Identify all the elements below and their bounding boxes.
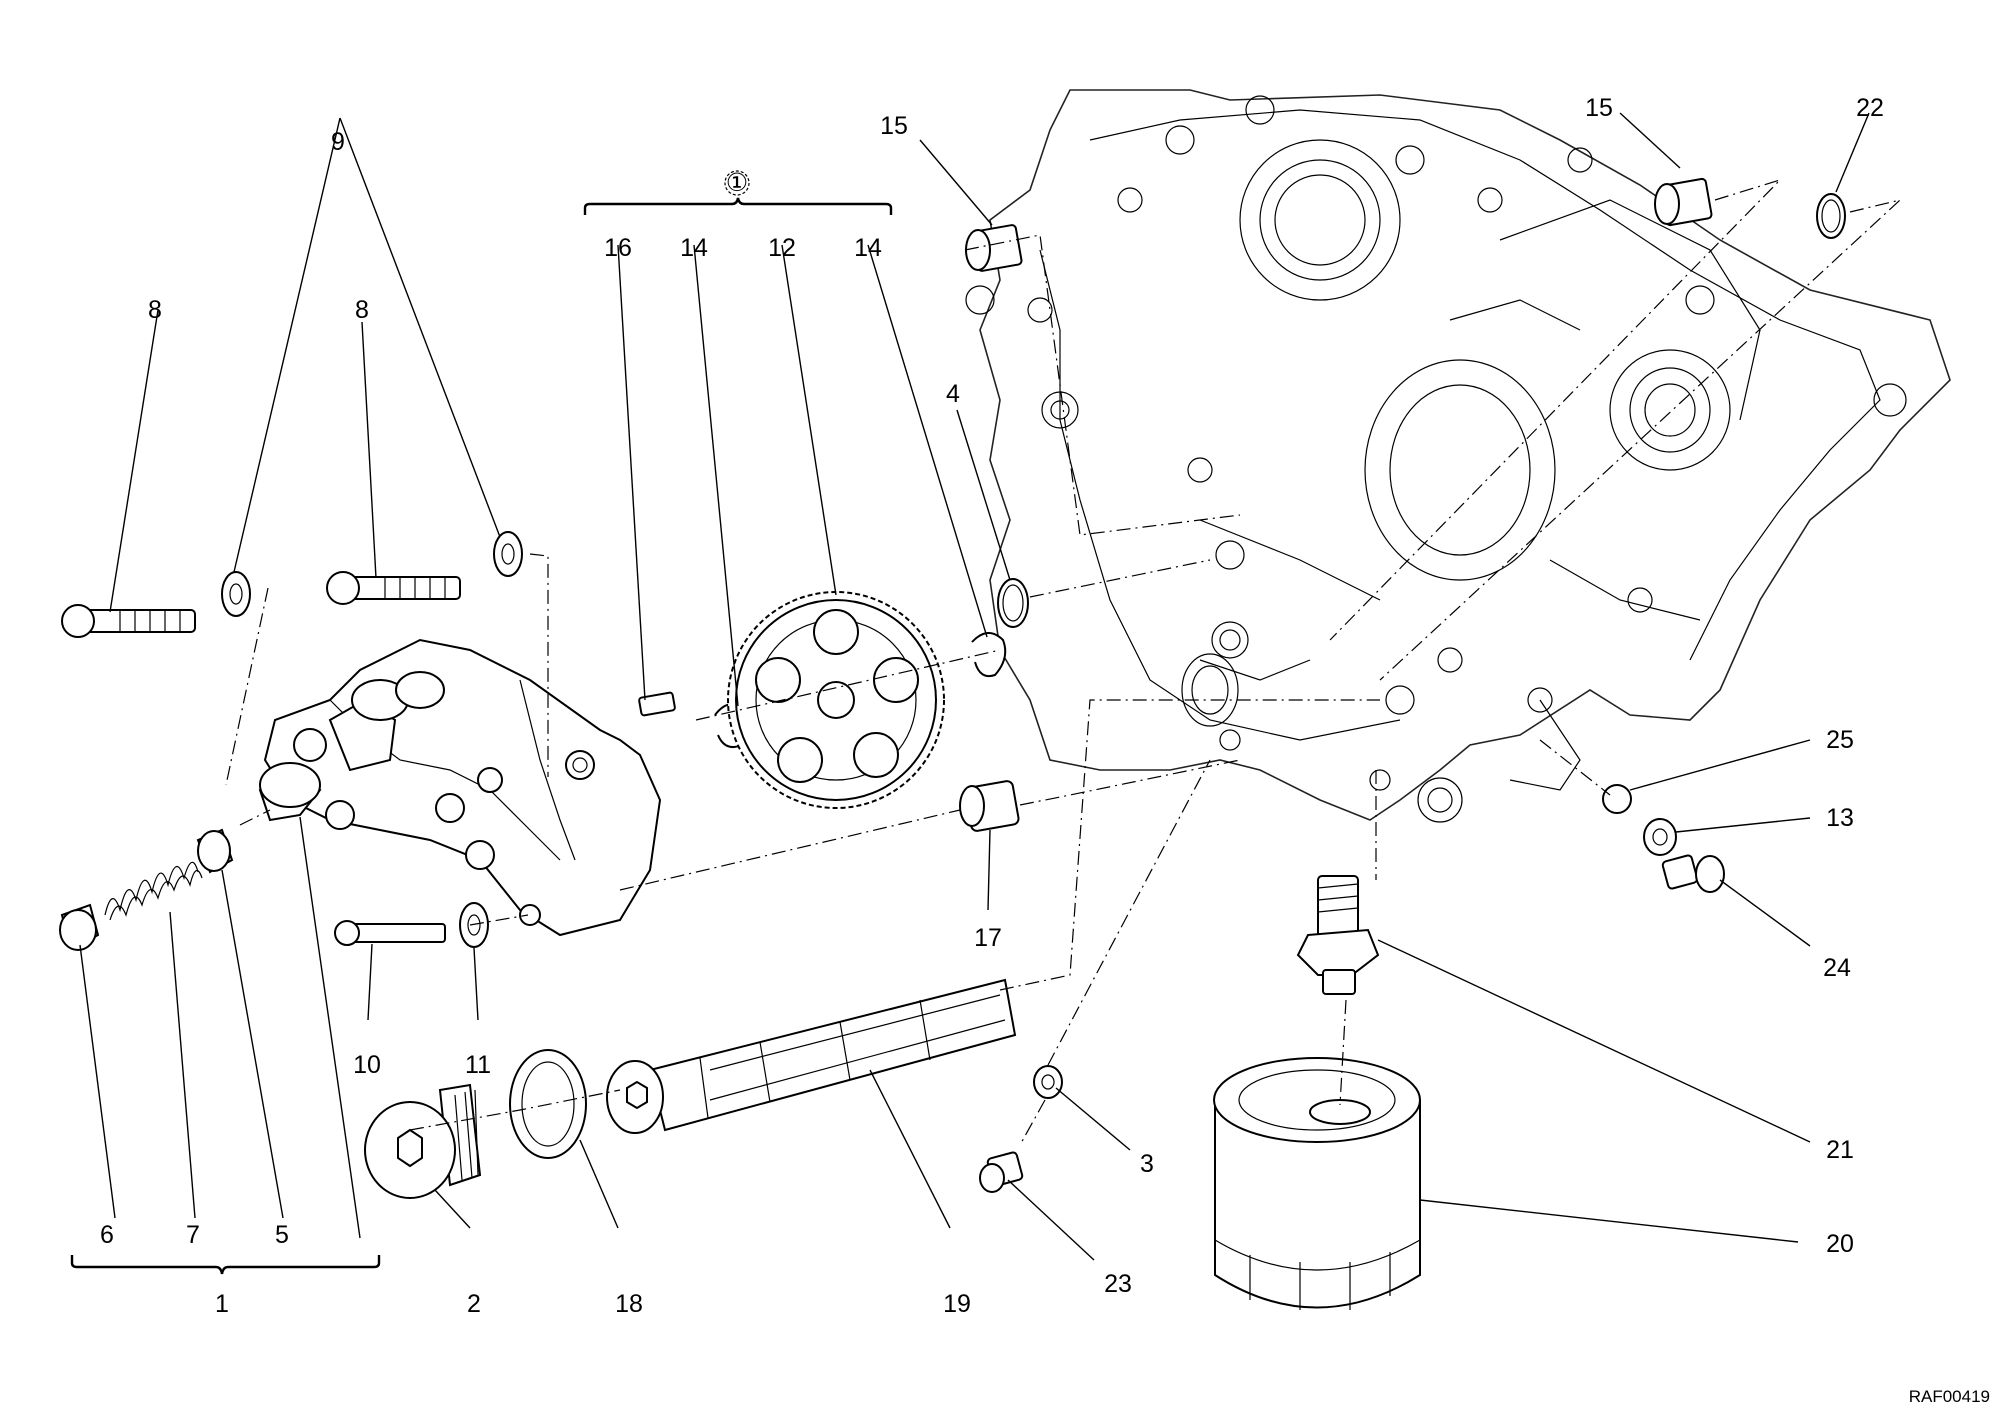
- assembly-lines: [225, 179, 1903, 1146]
- bolt-10: [334, 920, 446, 946]
- callout-25: 25: [1826, 726, 1854, 754]
- group-brace-top: [583, 197, 893, 215]
- callout-20: 20: [1826, 1230, 1854, 1258]
- callout-2: 2: [467, 1290, 481, 1318]
- group-symbol: ①: [726, 169, 748, 197]
- group-brace-bottom: [70, 1255, 381, 1275]
- callout-15-right: 15: [1585, 94, 1613, 122]
- callout-3: 3: [1140, 1150, 1154, 1178]
- callout-21: 21: [1826, 1136, 1854, 1164]
- callout-9: 9: [331, 128, 345, 156]
- washer-9-left: [221, 571, 251, 617]
- key-16: [638, 691, 676, 717]
- bushing-17: [959, 780, 1020, 832]
- callout-8-left: 8: [148, 296, 162, 324]
- callout-6: 6: [100, 1221, 114, 1249]
- oil-pump-body: [258, 638, 662, 937]
- callout-18: 18: [615, 1290, 643, 1318]
- callout-15-left: 15: [880, 112, 908, 140]
- filter-screen-19: [606, 978, 1017, 1134]
- bolt-8-left: [61, 604, 196, 638]
- crankcase: [965, 89, 1951, 823]
- oil-filter-20: [1213, 1057, 1421, 1310]
- callout-5: 5: [275, 1221, 289, 1249]
- callout-1: 1: [215, 1290, 229, 1318]
- dowel-15-right: [1654, 177, 1713, 227]
- plug-2: [364, 1083, 482, 1199]
- washer-13: [1643, 818, 1677, 856]
- callout-24: 24: [1823, 954, 1851, 982]
- valve-5: [196, 828, 234, 874]
- callout-22: 22: [1856, 94, 1884, 122]
- washer-3: [1033, 1065, 1063, 1099]
- callout-10: 10: [353, 1051, 381, 1079]
- callout-4: 4: [946, 380, 960, 408]
- plug-6: [59, 903, 100, 951]
- plug-23: [979, 1151, 1024, 1193]
- spring-7: [104, 861, 203, 921]
- callout-19: 19: [943, 1290, 971, 1318]
- washer-11: [459, 902, 489, 948]
- callout-23: 23: [1104, 1270, 1132, 1298]
- callout-17: 17: [974, 924, 1002, 952]
- o-ring-22: [1816, 193, 1846, 239]
- bolt-8-right: [326, 571, 461, 605]
- callout-14-right: 14: [854, 234, 882, 262]
- jet-25: [1602, 784, 1632, 814]
- drawing-reference: RAF00419: [1909, 1387, 1990, 1406]
- callout-8-right: 8: [355, 296, 369, 324]
- union-21: [1296, 875, 1380, 995]
- callout-12: 12: [768, 234, 796, 262]
- callout-13: 13: [1826, 804, 1854, 832]
- callout-11: 11: [465, 1051, 491, 1079]
- dowel-15-left: [965, 224, 1023, 272]
- plug-24: [1661, 854, 1725, 893]
- leader-lines: [79, 112, 1870, 1261]
- gear-12: [727, 591, 945, 809]
- callout-7: 7: [186, 1221, 200, 1249]
- circlip-14-right: [971, 632, 1007, 678]
- o-ring-4: [997, 578, 1029, 628]
- washer-9-right: [493, 531, 523, 577]
- callout-16: 16: [604, 234, 632, 262]
- callout-14-left: 14: [680, 234, 708, 262]
